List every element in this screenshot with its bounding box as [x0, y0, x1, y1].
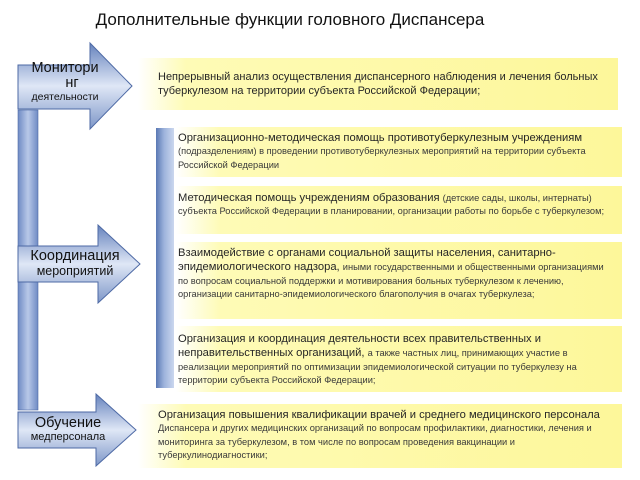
monitoring-box: Непрерывный анализ осуществления диспанс… — [138, 58, 618, 110]
training-box-main: Организация повышения квалификации враче… — [158, 409, 600, 421]
monitoring-label-line1: Монитори — [31, 60, 99, 76]
org-method-box-detail: (подразделениям) в проведении противотуб… — [178, 146, 586, 170]
slide-title: Дополнительные функции головного Диспанс… — [95, 10, 485, 29]
arrow-label-coordination: Координация мероприятий — [20, 248, 130, 279]
monitoring-label-line2: нг — [65, 75, 79, 92]
training-label-line1: Обучение — [34, 415, 102, 431]
interaction-box-main: Взаимодействие с органами социальной защ… — [178, 247, 556, 274]
monitoring-box-text: Непрерывный анализ осуществления диспанс… — [158, 71, 598, 98]
training-arrow-shape — [17, 392, 137, 468]
edu-method-box-main: Методическая помощь учреждениям образова… — [178, 192, 443, 204]
coordination-arrow-shape — [17, 223, 141, 305]
coordination-box: Организация и координация деятельности в… — [176, 326, 622, 392]
training-label-line2: медперсонала — [30, 431, 106, 444]
coordination-label-line2: мероприятий — [36, 264, 114, 279]
coordination-box-detail: а также частных лиц, принимающих участие… — [178, 348, 577, 386]
org-method-box-main: Организационно-методическая помощь проти… — [178, 132, 583, 144]
org-method-box: Организационно-методическая помощь проти… — [176, 127, 622, 177]
training-box-detail: Диспансера и других медицинских организа… — [158, 423, 592, 461]
training-box: Организация повышения квалификации враче… — [138, 404, 622, 468]
coordination-bracket-bar — [156, 128, 174, 388]
coordination-label-line1: Координация — [30, 248, 120, 264]
edu-method-box: Методическая помощь учреждениям образова… — [176, 186, 622, 234]
monitoring-label-line3: деятельности — [31, 91, 99, 104]
arrow-label-training: Обучение медперсонала — [20, 415, 116, 444]
interaction-box: Взаимодействие с органами социальной защ… — [176, 242, 622, 319]
interaction-box-detail: иными государственными и общественными о… — [178, 262, 604, 300]
coordination-box-main: Организация и координация деятельности в… — [178, 333, 541, 360]
monitoring-arrow-shape — [17, 41, 133, 131]
arrow-label-monitoring: Монитори нг деятельности — [22, 60, 108, 104]
edu-method-box-detail: (детские сады, школы, интернаты) субъект… — [178, 193, 605, 217]
